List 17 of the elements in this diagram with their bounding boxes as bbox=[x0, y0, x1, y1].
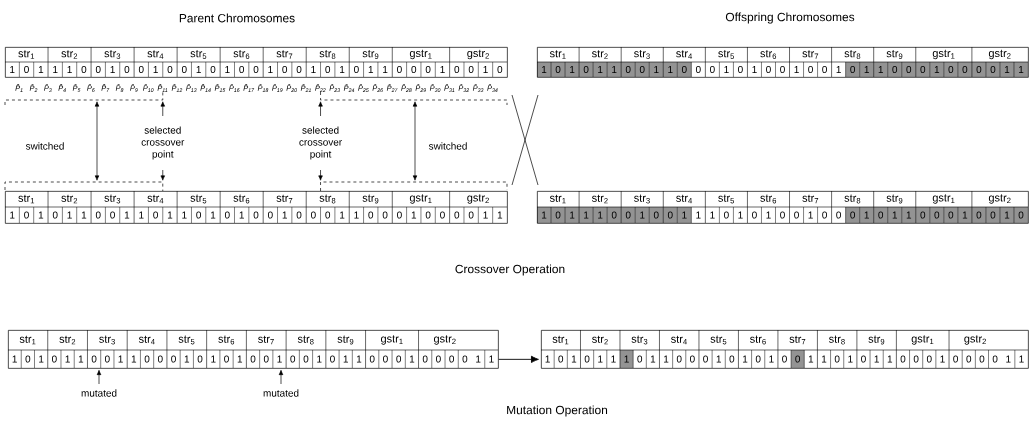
label-text: switched bbox=[428, 142, 467, 150]
chromosome-table: str$_{1}$ str$_{2}$ str$_{3}$ str$_{4}$ str$_{5}$ str$_{6}$ str$_{7}$ str$_{8}$ str$_{9}$ gstr$_{1}$ gstr$_{2}$ 1 0 1 0 1 1 0 0 1 1 0 0 0 1 0 1 0 1 0 0 1 0 0 1 0 1 1 0 0 0 1 0 0 0 0 1 1 bbox=[7, 329, 499, 369]
label-text: mutated bbox=[81, 389, 117, 397]
chromosome-table: str$_{1}$ str$_{2}$ str$_{3}$ str$_{4}$ str$_{5}$ str$_{6}$ str$_{7}$ str$_{8}$ str$_{9}$ gstr$_{1}$ gstr$_{2}$ 1 0 1 1 1 0 0 1 0 0 1 0 0 1 0 1 0 0 1 0 0 1 0 1 0 1 1 0 0 0 1 0 0 1 0 bbox=[4, 46, 508, 78]
label-text: Crossover Operation bbox=[455, 264, 565, 276]
label-text: Mutation Operation bbox=[507, 405, 608, 417]
label-text: Offspring Chromosomes bbox=[725, 12, 855, 24]
label-text: selected crossover point bbox=[141, 126, 185, 160]
arrow bbox=[498, 355, 539, 363]
label-text: Parent Chromosomes bbox=[179, 13, 295, 23]
chromosome-table: str$_{1}$ str$_{2}$ str$_{3}$ str$_{4}$ str$_{5}$ str$_{6}$ str$_{7}$ str$_{8}$ str$_{9}$ gstr$_{1}$ gstr$_{2}$ 1 0 1 0 1 1 0 0 1 1 0 1 1 0 1 0 1 0 0 1 0 0 0 1 1 0 0 0 1 0 0 0 0 1 1 bbox=[4, 190, 508, 224]
label-text: switched bbox=[25, 142, 64, 150]
label-text: mutated bbox=[263, 389, 299, 397]
chromosome-table: str$_{1}$ str$_{2}$ str$_{3}$ str$_{4}$ str$_{5}$ str$_{6}$ str$_{7}$ str$_{8}$ str$_{9}$ gstr$_{1}$ gstr$_{2}$ 1 0 1 0 1 1 0 0 1 1 0 0 0 1 0 1 0 0 1 0 0 1 0 1 1 0 0 0 1 0 0 0 0 1 1 bbox=[536, 46, 1029, 78]
chromosome-table: str$_{1}$ str$_{2}$ str$_{3}$ str$_{4}$ str$_{5}$ str$_{6}$ str$_{7}$ str$_{8}$ str$_{9}$ gstr$_{1}$ gstr$_{2}$ 1 0 1 1 1 0 0 1 0 0 1 1 1 0 1 0 1 0 0 1 0 0 0 1 0 1 1 0 0 0 1 0 0 1 0 bbox=[536, 190, 1029, 224]
label-text: selected crossover point bbox=[299, 126, 342, 160]
chromosome-table: str$_{1}$ str$_{2}$ str$_{3}$ str$_{4}$ str$_{5}$ str$_{6}$ str$_{7}$ str$_{8}$ str$_{9}$ gstr$_{1}$ gstr$_{2}$ 1 0 1 0 1 1 1 0 1 1 0 0 0 1 0 1 0 1 0 0 1 1 0 1 0 1 1 0 0 0 1 0 0 0 0 1 1 bbox=[540, 329, 1029, 369]
